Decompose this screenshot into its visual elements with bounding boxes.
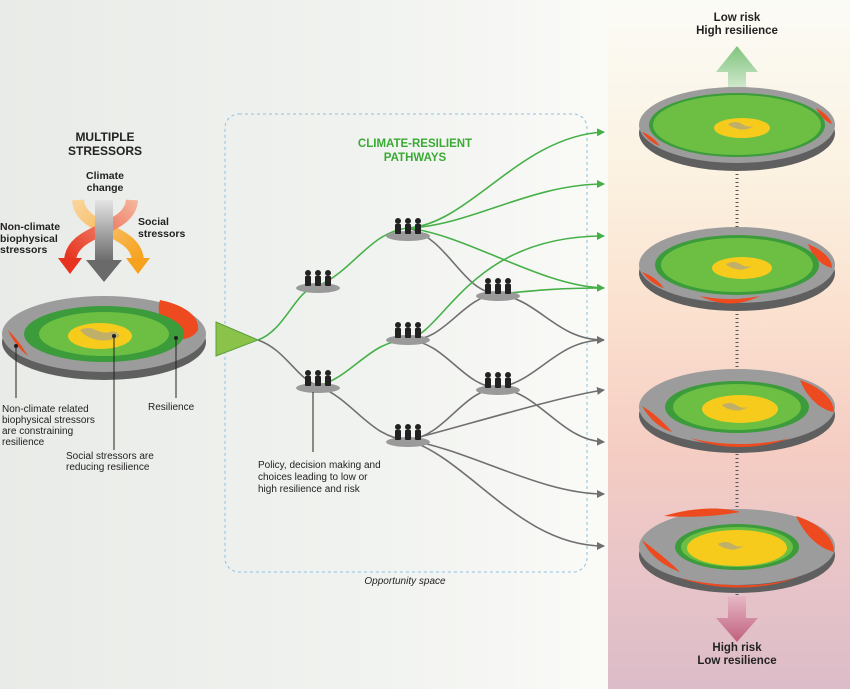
climate-change-line1: Climate xyxy=(86,170,124,182)
stressor-arrows xyxy=(58,198,150,282)
climate-change-arrow xyxy=(95,200,113,262)
globe-outcome-1 xyxy=(639,87,835,171)
social-callout-line1: Social stressors are xyxy=(66,451,154,462)
social-stressors-label: Social stressors xyxy=(138,216,208,240)
social-callout-line2: reducing resilience xyxy=(66,462,150,473)
node-7 xyxy=(476,372,520,395)
opportunity-space-label: Opportunity space xyxy=(364,576,446,587)
nonclimate-stressors-label: Non-climate biophysical stressors xyxy=(0,221,80,257)
pathways-title-line2: PATHWAYS xyxy=(383,152,447,164)
globe-left xyxy=(2,296,206,450)
people-group-icon xyxy=(395,218,421,234)
multiple-stressors-line2: STRESSORS xyxy=(67,144,142,158)
node-1 xyxy=(296,270,340,293)
bottom-arrow-icon xyxy=(716,596,758,642)
bottom-scale-line2: Low resilience xyxy=(697,655,777,667)
nonclimate-callout-line2: biophysical stressors xyxy=(2,415,95,426)
people-group-icon xyxy=(395,424,421,440)
top-scale-label: Low risk High resilience xyxy=(667,12,807,38)
opportunity-space-box xyxy=(224,113,588,573)
pathways-title-line1: CLIMATE-RESILIENT xyxy=(357,138,473,150)
nonclimate-callout: Non-climate related biophysical stressor… xyxy=(2,404,122,448)
policy-callout-line2: choices leading to low or xyxy=(258,472,368,483)
social-stressors-line1: Social xyxy=(138,216,169,228)
people-group-icon xyxy=(395,322,421,338)
nonclimate-callout-line3: are constraining xyxy=(2,426,74,437)
climate-change-label: Climate change xyxy=(70,170,140,194)
top-arrow-icon xyxy=(716,46,758,92)
pathway-start-triangle xyxy=(215,321,260,357)
climate-change-line2: change xyxy=(86,182,124,194)
pathway-lines xyxy=(257,128,605,550)
social-stressors-line2: stressors xyxy=(138,228,186,240)
policy-callout-line3: high resilience and risk xyxy=(258,484,360,495)
node-2 xyxy=(296,370,340,393)
resilience-callout: Resilience xyxy=(148,402,195,413)
multiple-stressors-line1: MULTIPLE xyxy=(75,130,135,144)
multiple-stressors-title: MULTIPLE STRESSORS xyxy=(60,130,150,158)
nonclimate-callout-line4: resilience xyxy=(2,437,45,448)
climate-resilient-pathways-title: CLIMATE-RESILIENT PATHWAYS xyxy=(340,137,490,165)
policy-callout-line1: Policy, decision making and xyxy=(258,460,381,471)
people-group-icon xyxy=(305,270,331,286)
people-group-icon xyxy=(485,372,511,388)
policy-callout: Policy, decision making and choices lead… xyxy=(258,460,408,496)
nonclimate-stressors-line1: Non-climate xyxy=(0,221,61,233)
node-4 xyxy=(386,322,430,345)
node-3 xyxy=(386,218,430,241)
people-group-icon xyxy=(305,370,331,386)
top-scale-line2: High resilience xyxy=(696,25,778,37)
people-group-icon xyxy=(485,278,511,294)
globe-outcome-2 xyxy=(639,227,835,311)
top-scale-line1: Low risk xyxy=(713,12,761,24)
nonclimate-stressors-line2: biophysical xyxy=(0,232,58,245)
node-5 xyxy=(386,424,430,447)
node-6 xyxy=(476,278,520,301)
bottom-scale-label: High risk Low resilience xyxy=(667,642,807,668)
globe-outcome-3 xyxy=(639,369,835,453)
globe-outcome-4 xyxy=(639,508,835,593)
bottom-scale-line1: High risk xyxy=(712,642,762,654)
social-callout: Social stressors are reducing resilience xyxy=(66,451,186,473)
nonclimate-callout-line1: Non-climate related xyxy=(2,404,89,415)
nonclimate-stressors-line3: stressors xyxy=(0,244,48,256)
